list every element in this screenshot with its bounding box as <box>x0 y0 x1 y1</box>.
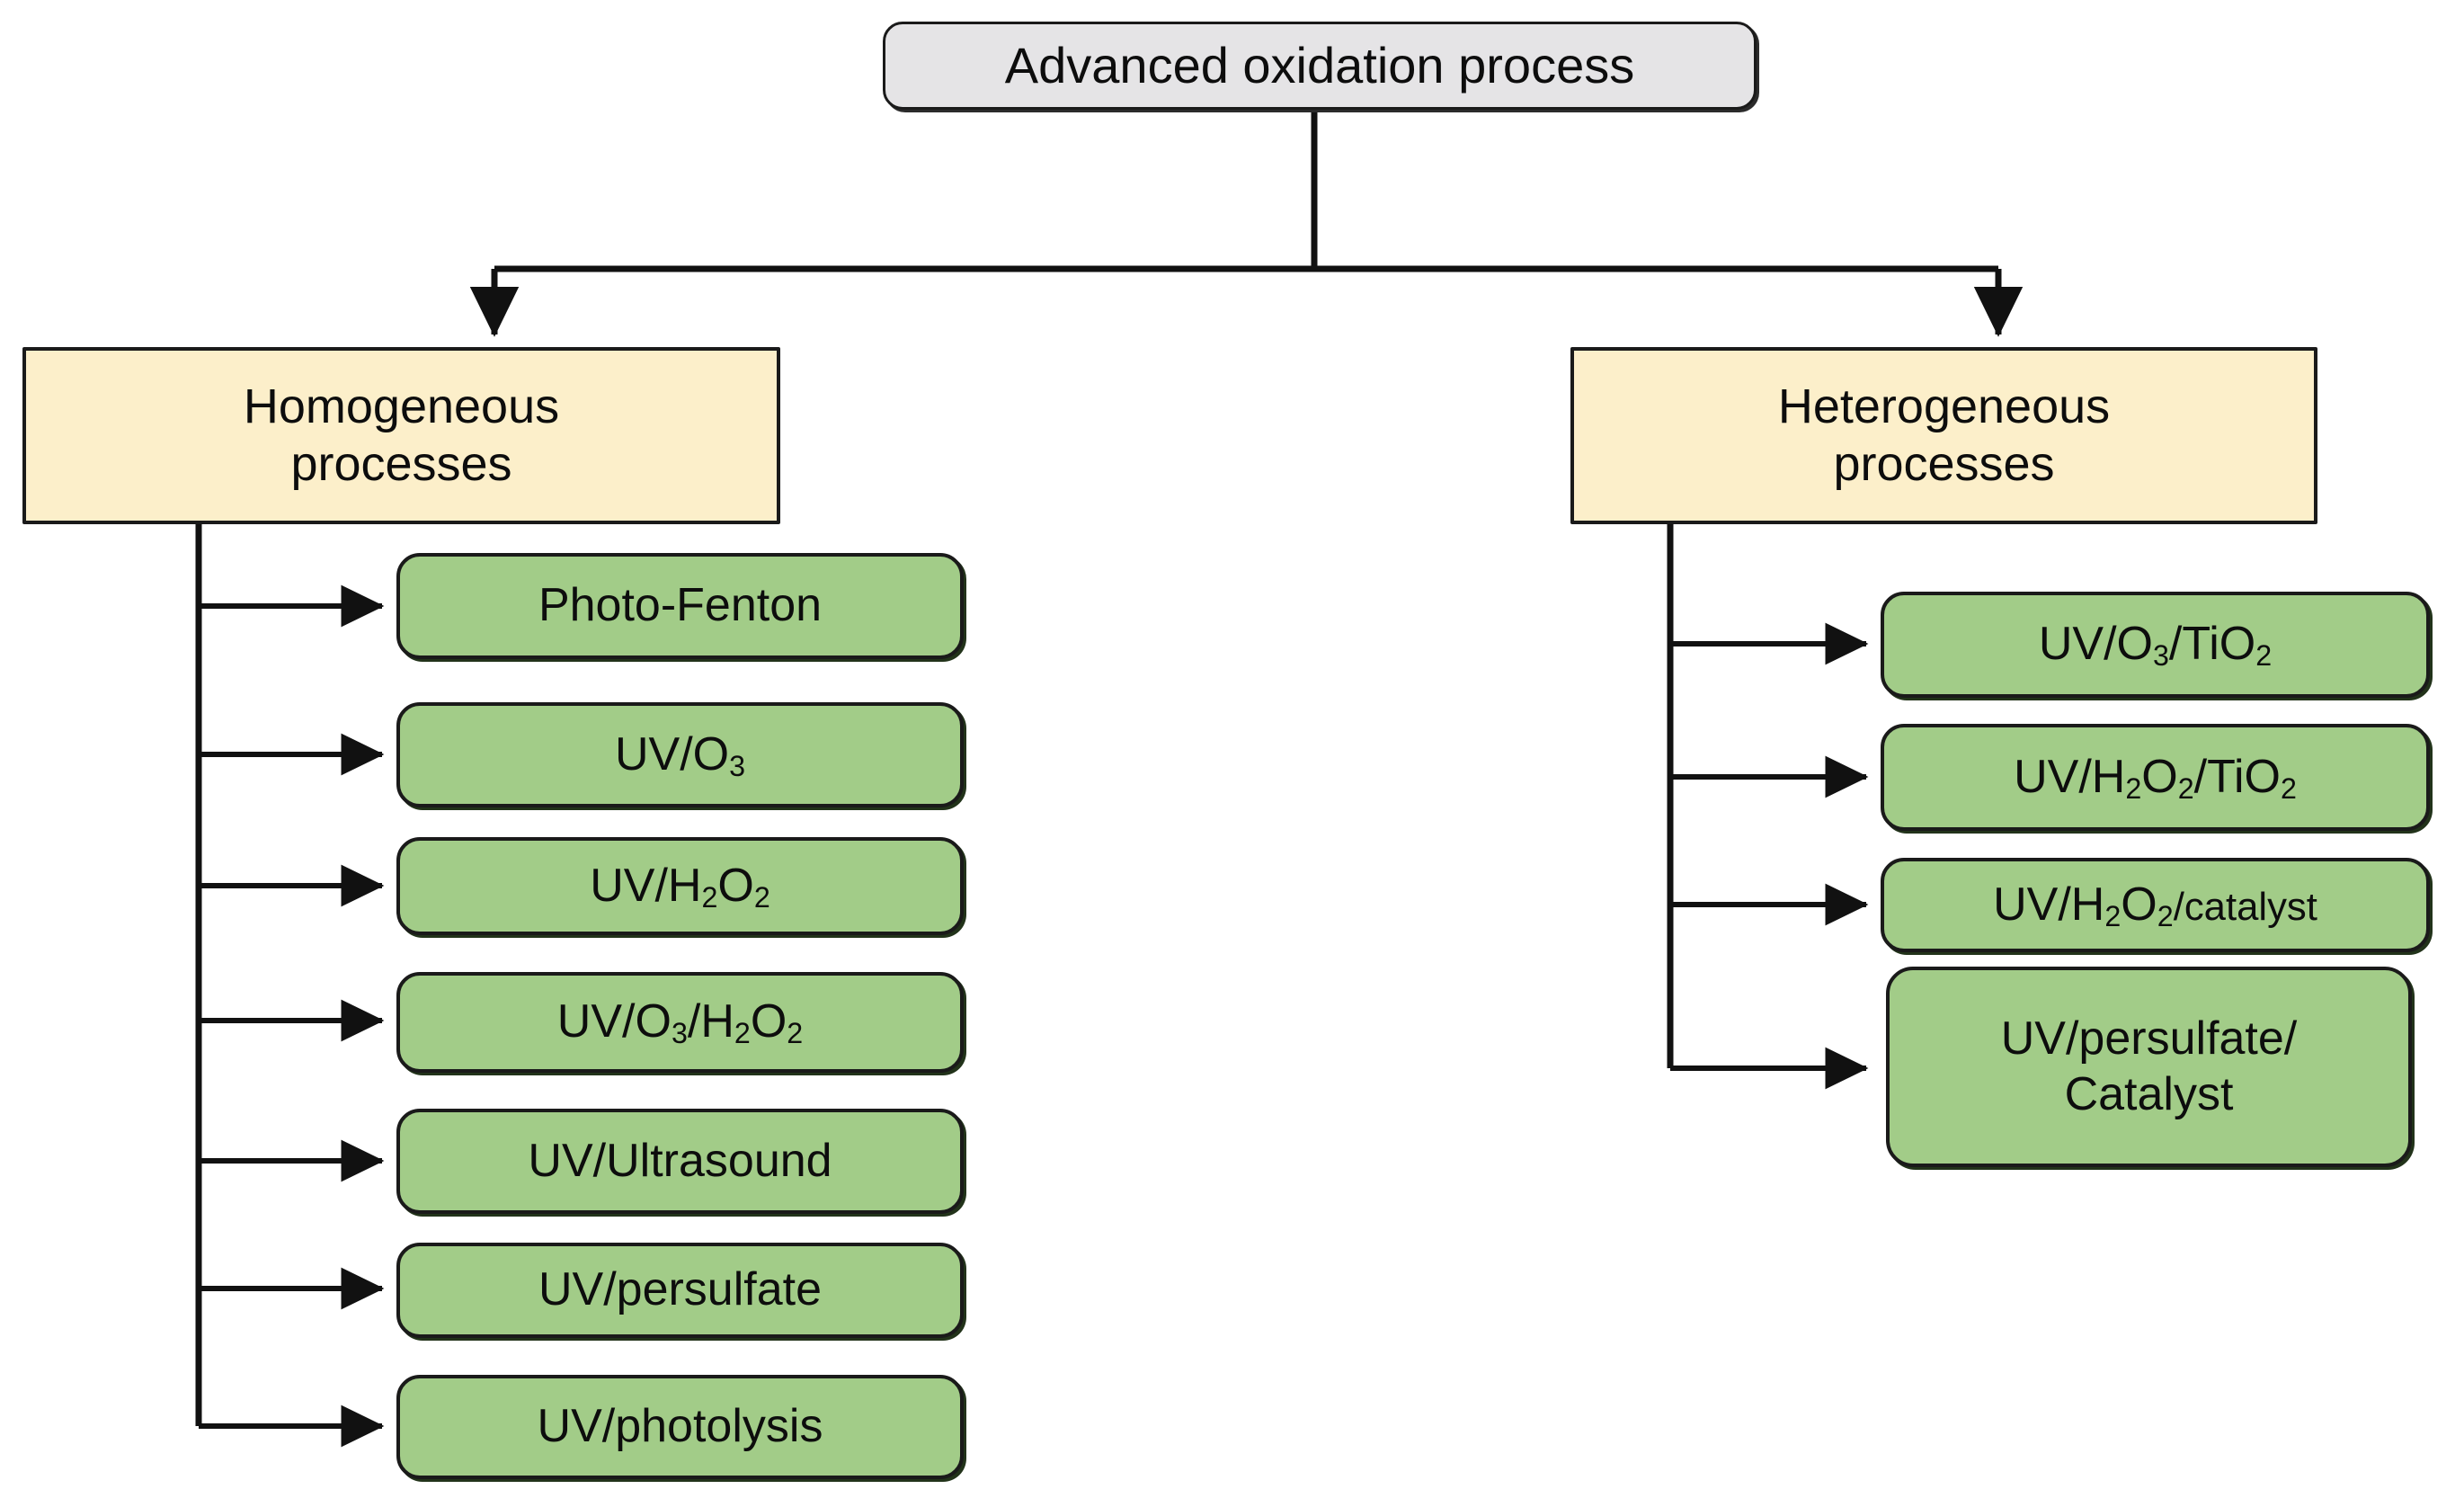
node-uv-h2o2-catalyst[interactable]: UV/H2O2/catalyst <box>1881 858 2430 952</box>
node-uv-o3-h2o2[interactable]: UV/O3/H2O2 <box>396 972 964 1073</box>
node-label: UV/H2O2/TiO2 <box>2014 750 2297 805</box>
node-uv-h2o2[interactable]: UV/H2O2 <box>396 837 964 935</box>
node-label: UV/Ultrasound <box>528 1134 832 1187</box>
node-label: UV/H2O2/catalyst <box>1993 878 2317 932</box>
node-label: Homogeneous processes <box>243 379 560 491</box>
node-uv-persulfate[interactable]: UV/persulfate <box>396 1243 964 1338</box>
node-label: UV/H2O2 <box>590 859 770 914</box>
node-advanced-oxidation-process[interactable]: Advanced oxidation process <box>883 22 1757 110</box>
node-label: Heterogeneous processes <box>1777 379 2111 491</box>
node-heterogeneous-processes[interactable]: Heterogeneous processes <box>1570 347 2317 524</box>
node-uv-ultrasound[interactable]: UV/Ultrasound <box>396 1109 964 1214</box>
node-uv-photolysis[interactable]: UV/photolysis <box>396 1375 964 1479</box>
node-uv-o3[interactable]: UV/O3 <box>396 702 964 807</box>
node-label: UV/persulfate/Catalyst <box>2000 1012 2298 1120</box>
node-homogeneous-processes[interactable]: Homogeneous processes <box>22 347 780 524</box>
node-label: UV/persulfate <box>538 1263 823 1316</box>
node-uv-o3-tio2[interactable]: UV/O3/TiO2 <box>1881 592 2430 698</box>
node-label: UV/O3/TiO2 <box>2038 618 2273 673</box>
node-uv-persulfate-catalyst[interactable]: UV/persulfate/Catalyst <box>1886 967 2412 1167</box>
node-label: UV/O3 <box>614 727 746 782</box>
node-uv-h2o2-tio2[interactable]: UV/H2O2/TiO2 <box>1881 724 2430 831</box>
node-label: Photo-Fenton <box>538 579 823 632</box>
node-label: Advanced oxidation process <box>1004 36 1635 94</box>
node-photo-fenton[interactable]: Photo-Fenton <box>396 553 964 659</box>
node-label: UV/photolysis <box>537 1400 823 1453</box>
node-label: UV/O3/H2O2 <box>556 995 804 1050</box>
